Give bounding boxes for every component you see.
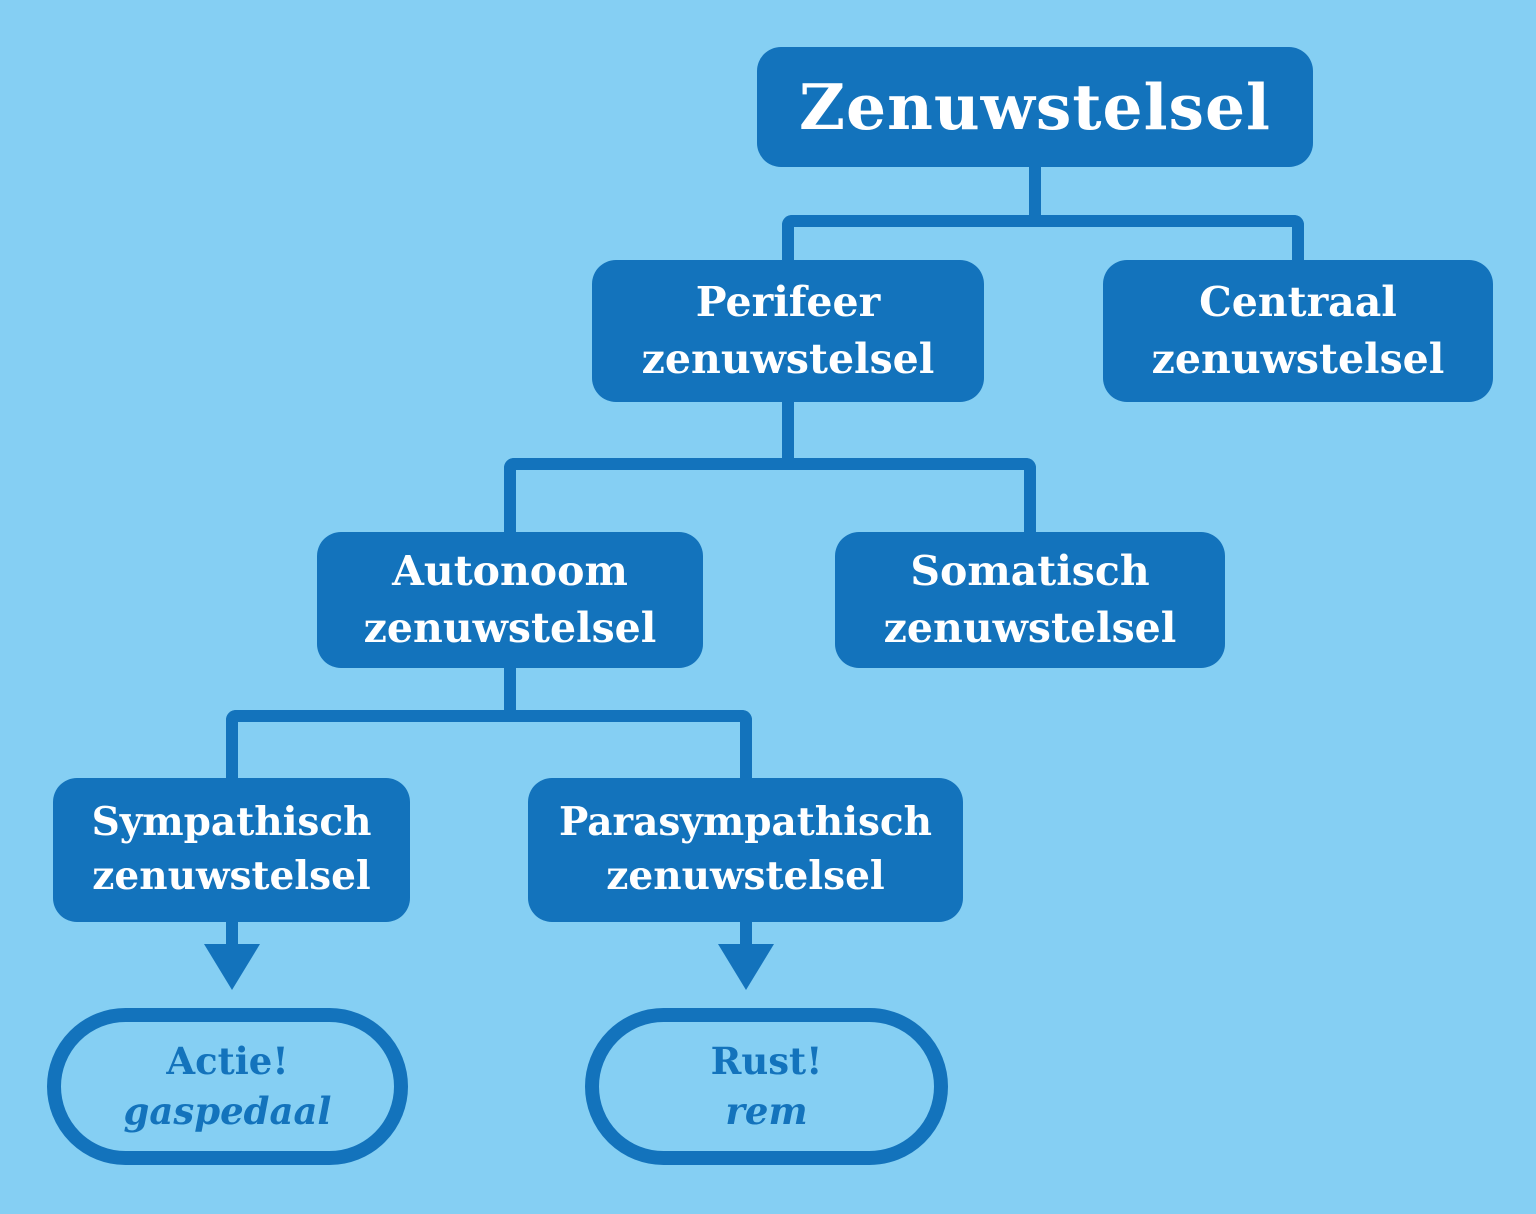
pill-label-line1: Rust! xyxy=(710,1038,823,1083)
connector-bracket-root-children xyxy=(782,215,1304,260)
node-label: Zenuwstelsel xyxy=(799,70,1271,144)
node-centraal-zenuwstelsel: Centraal zenuwstelsel xyxy=(1103,260,1493,402)
pill-label-line1: Actie! xyxy=(166,1038,289,1083)
node-somatisch-zenuwstelsel: Somatisch zenuwstelsel xyxy=(835,532,1225,668)
node-actie-gaspedaal: Actie! gaspedaal xyxy=(47,1008,408,1165)
node-label-line2: zenuwstelsel xyxy=(1151,335,1445,383)
arrow-head-sympathisch xyxy=(204,944,260,990)
connector-stem-root xyxy=(1029,162,1041,227)
node-label-line2: zenuwstelsel xyxy=(363,604,657,652)
node-label-line1: Parasympathisch xyxy=(558,799,933,846)
node-label-line1: Centraal xyxy=(1199,278,1397,327)
connector-bracket-perifeer-children xyxy=(504,458,1036,532)
node-label-line1: Sympathisch xyxy=(91,799,372,846)
connector-stem-autonoom xyxy=(504,662,516,722)
connector-bracket-autonoom-children xyxy=(226,710,752,778)
arrow-stem-sympathisch xyxy=(226,916,238,948)
node-zenuwstelsel: Zenuwstelsel xyxy=(757,47,1313,167)
arrow-stem-parasympathisch xyxy=(740,916,752,948)
node-label-line1: Somatisch xyxy=(910,547,1150,596)
node-label-line1: Perifeer xyxy=(695,278,881,327)
arrow-head-parasympathisch xyxy=(718,944,774,990)
pill-label-line2: gaspedaal xyxy=(123,1088,332,1133)
node-perifeer-zenuwstelsel: Perifeer zenuwstelsel xyxy=(592,260,984,402)
pill-label-line2: rem xyxy=(725,1088,808,1133)
node-label-line1: Autonoom xyxy=(392,547,628,596)
node-rust-rem: Rust! rem xyxy=(585,1008,948,1165)
node-label-line2: zenuwstelsel xyxy=(92,853,371,899)
node-sympathisch-zenuwstelsel: Sympathisch zenuwstelsel xyxy=(53,778,410,922)
node-label-line2: zenuwstelsel xyxy=(606,853,885,899)
node-autonoom-zenuwstelsel: Autonoom zenuwstelsel xyxy=(317,532,703,668)
connector-stem-perifeer xyxy=(782,398,794,470)
node-label-line2: zenuwstelsel xyxy=(883,604,1177,652)
node-label-line2: zenuwstelsel xyxy=(641,335,935,383)
node-parasympathisch-zenuwstelsel: Parasympathisch zenuwstelsel xyxy=(528,778,963,922)
